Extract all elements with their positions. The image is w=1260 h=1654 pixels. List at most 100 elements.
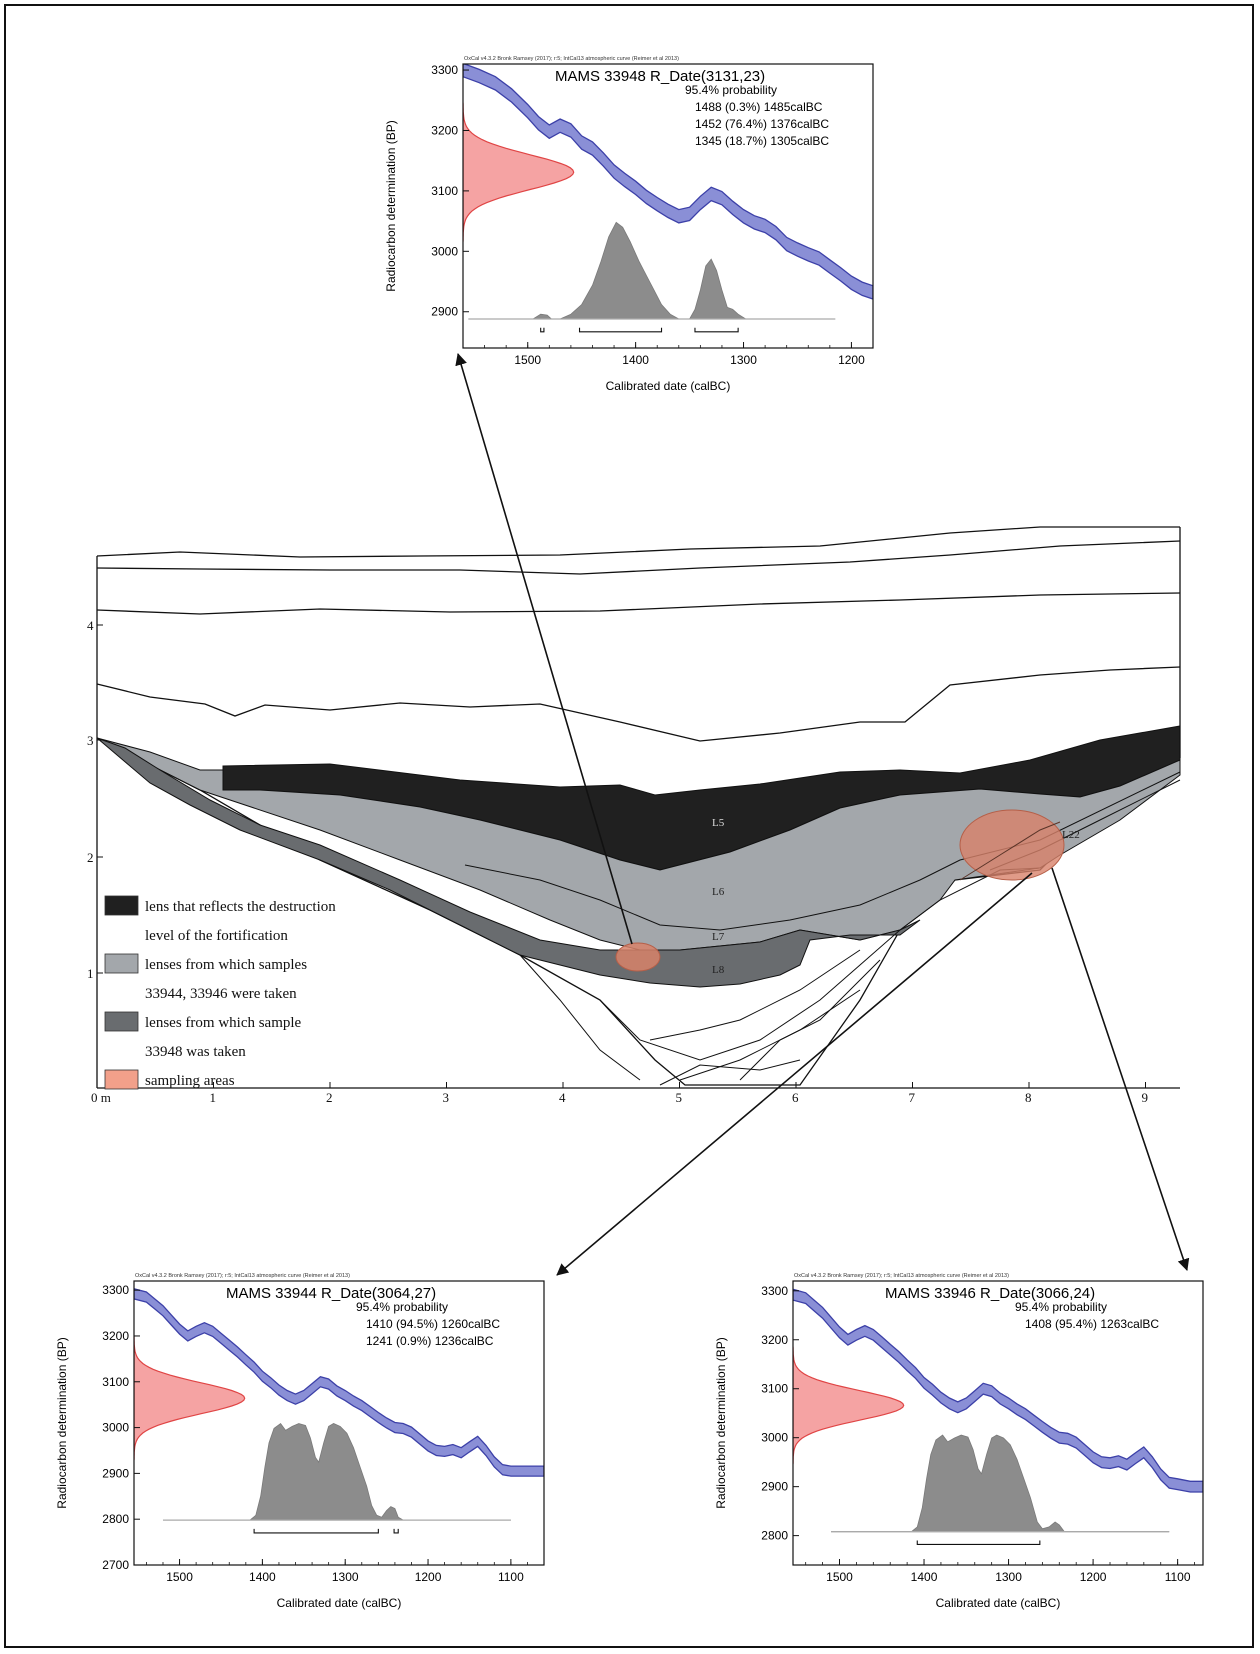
section-y-tick-label: 3	[87, 733, 94, 748]
fill-lines	[464, 771, 1181, 1086]
probability-label: 95.4% probability	[685, 83, 777, 97]
layer-label-l8: L8	[712, 964, 725, 976]
probability-range-bar	[694, 327, 739, 333]
y-tick-label: 3200	[102, 1329, 129, 1343]
legend-swatch-1	[104, 895, 139, 916]
legend-text-3: 33948 was taken	[145, 1044, 246, 1060]
y-axis-label: Radiocarbon determination (BP)	[55, 1337, 69, 1508]
horizon-line	[96, 540, 1181, 575]
legend-swatch-4	[104, 1069, 139, 1090]
probability-range-bar	[253, 1528, 379, 1534]
x-tick-label: 1400	[911, 1570, 938, 1584]
chart-plot-area	[793, 1288, 1203, 1546]
y-tick-label: 2800	[102, 1512, 129, 1526]
legend-swatch-3	[104, 1011, 139, 1032]
horizon-line	[96, 526, 1180, 558]
section-x-tick-label: 7	[909, 1090, 916, 1105]
y-axis-label: Radiocarbon determination (BP)	[714, 1337, 728, 1508]
legend-swatch-2	[104, 953, 139, 974]
section-legend: lens that reflects the destruction level …	[104, 895, 336, 1090]
chart-title: MAMS 33948 R_Date(3131,23)	[555, 68, 765, 85]
x-axis-label: Calibrated date (calBC)	[936, 1596, 1061, 1610]
x-axis-label: Calibrated date (calBC)	[606, 379, 731, 393]
chart-frame	[133, 1280, 545, 1566]
layer-label-l22: L22	[1062, 829, 1080, 841]
x-axis-label: Calibrated date (calBC)	[277, 1596, 402, 1610]
y-tick-label: 2900	[761, 1480, 788, 1494]
legend-text-4: sampling areas	[145, 1073, 235, 1089]
legend-text-3: lenses from which sample	[145, 1015, 302, 1031]
legend-text-2: 33944, 33946 were taken	[145, 986, 297, 1002]
horizon-line	[96, 592, 1181, 615]
layer-label-l7: L7	[712, 931, 725, 943]
probability-label: 95.4% probability	[1015, 1300, 1107, 1314]
x-tick-label: 1200	[415, 1570, 442, 1584]
arrow-to-33946	[1051, 867, 1190, 1271]
horizon-line	[96, 666, 1181, 742]
probability-range-bar	[393, 1528, 399, 1534]
x-tick-label: 1500	[826, 1570, 853, 1584]
y-tick-label: 3200	[761, 1333, 788, 1347]
sampling-area-33948	[615, 942, 661, 972]
x-tick-label: 1500	[514, 353, 541, 367]
y-tick-label: 2900	[431, 305, 458, 319]
section-x-tick-label: 3	[443, 1090, 450, 1105]
section-y-tick-label: 4	[87, 618, 94, 633]
layer-label-l5: L5	[712, 817, 725, 829]
legend-text-1: level of the fortification	[145, 928, 288, 944]
arrow-to-33944	[556, 872, 1033, 1276]
y-tick-label: 2900	[102, 1466, 129, 1480]
section-x-tick-label: 8	[1025, 1090, 1032, 1105]
y-tick-label: 2800	[761, 1529, 788, 1543]
chart-plot-area	[463, 64, 873, 333]
y-tick-label: 3000	[102, 1421, 129, 1435]
section-y-tick-label: 2	[87, 850, 94, 865]
y-tick-label: 3300	[431, 63, 458, 77]
calibration-curve-band	[793, 1288, 1203, 1493]
x-tick-label: 1300	[995, 1570, 1022, 1584]
calibration-curve-band	[134, 1288, 544, 1477]
sampling-area-33944-33946	[959, 809, 1065, 881]
radiocarbon-date-distribution	[134, 1336, 246, 1461]
x-tick-label: 1200	[1080, 1570, 1107, 1584]
section-x-tick-label: 2	[326, 1090, 333, 1105]
y-tick-label: 3300	[102, 1283, 129, 1297]
probability-label: 95.4% probability	[356, 1300, 448, 1314]
x-tick-label: 1100	[1165, 1570, 1191, 1584]
y-tick-label: 3100	[431, 184, 458, 198]
y-tick-label: 2700	[102, 1558, 129, 1572]
calibrated-density	[163, 1422, 511, 1521]
section-x-tick-label: 1	[210, 1090, 217, 1105]
legend-text-1: lens that reflects the destruction	[145, 899, 336, 915]
sampling-area-line	[959, 821, 1061, 881]
x-tick-label: 1100	[498, 1570, 524, 1584]
section-x-tick-label: 6	[792, 1090, 799, 1105]
chart-frame	[792, 1280, 1204, 1566]
legend-text-2: lenses from which samples	[145, 957, 307, 973]
chart-credit: OxCal v4.3.2 Bronk Ramsey (2017); r:5; I…	[135, 1273, 350, 1279]
chart-frame	[462, 63, 874, 349]
y-tick-label: 3200	[431, 123, 458, 137]
probability-range-text: 1241 (0.9%) 1236calBC	[366, 1334, 494, 1348]
chart-title: MAMS 33944 R_Date(3064,27)	[226, 1285, 436, 1302]
x-tick-label: 1300	[730, 353, 757, 367]
probability-range-bar	[916, 1540, 1041, 1546]
radiocarbon-date-distribution	[793, 1346, 905, 1465]
probability-range-bar	[578, 327, 663, 333]
dark-lens	[96, 737, 921, 988]
chart-title: MAMS 33946 R_Date(3066,24)	[885, 1285, 1095, 1302]
chart-plot-area	[134, 1288, 544, 1534]
section-x-tick-label: 4	[559, 1090, 566, 1105]
radiocarbon-date-distribution	[463, 102, 575, 242]
probability-range-text: 1408 (95.4%) 1263calBC	[1025, 1317, 1159, 1331]
calibrated-density	[468, 221, 836, 320]
x-tick-label: 1400	[622, 353, 649, 367]
y-tick-label: 3300	[761, 1284, 788, 1298]
